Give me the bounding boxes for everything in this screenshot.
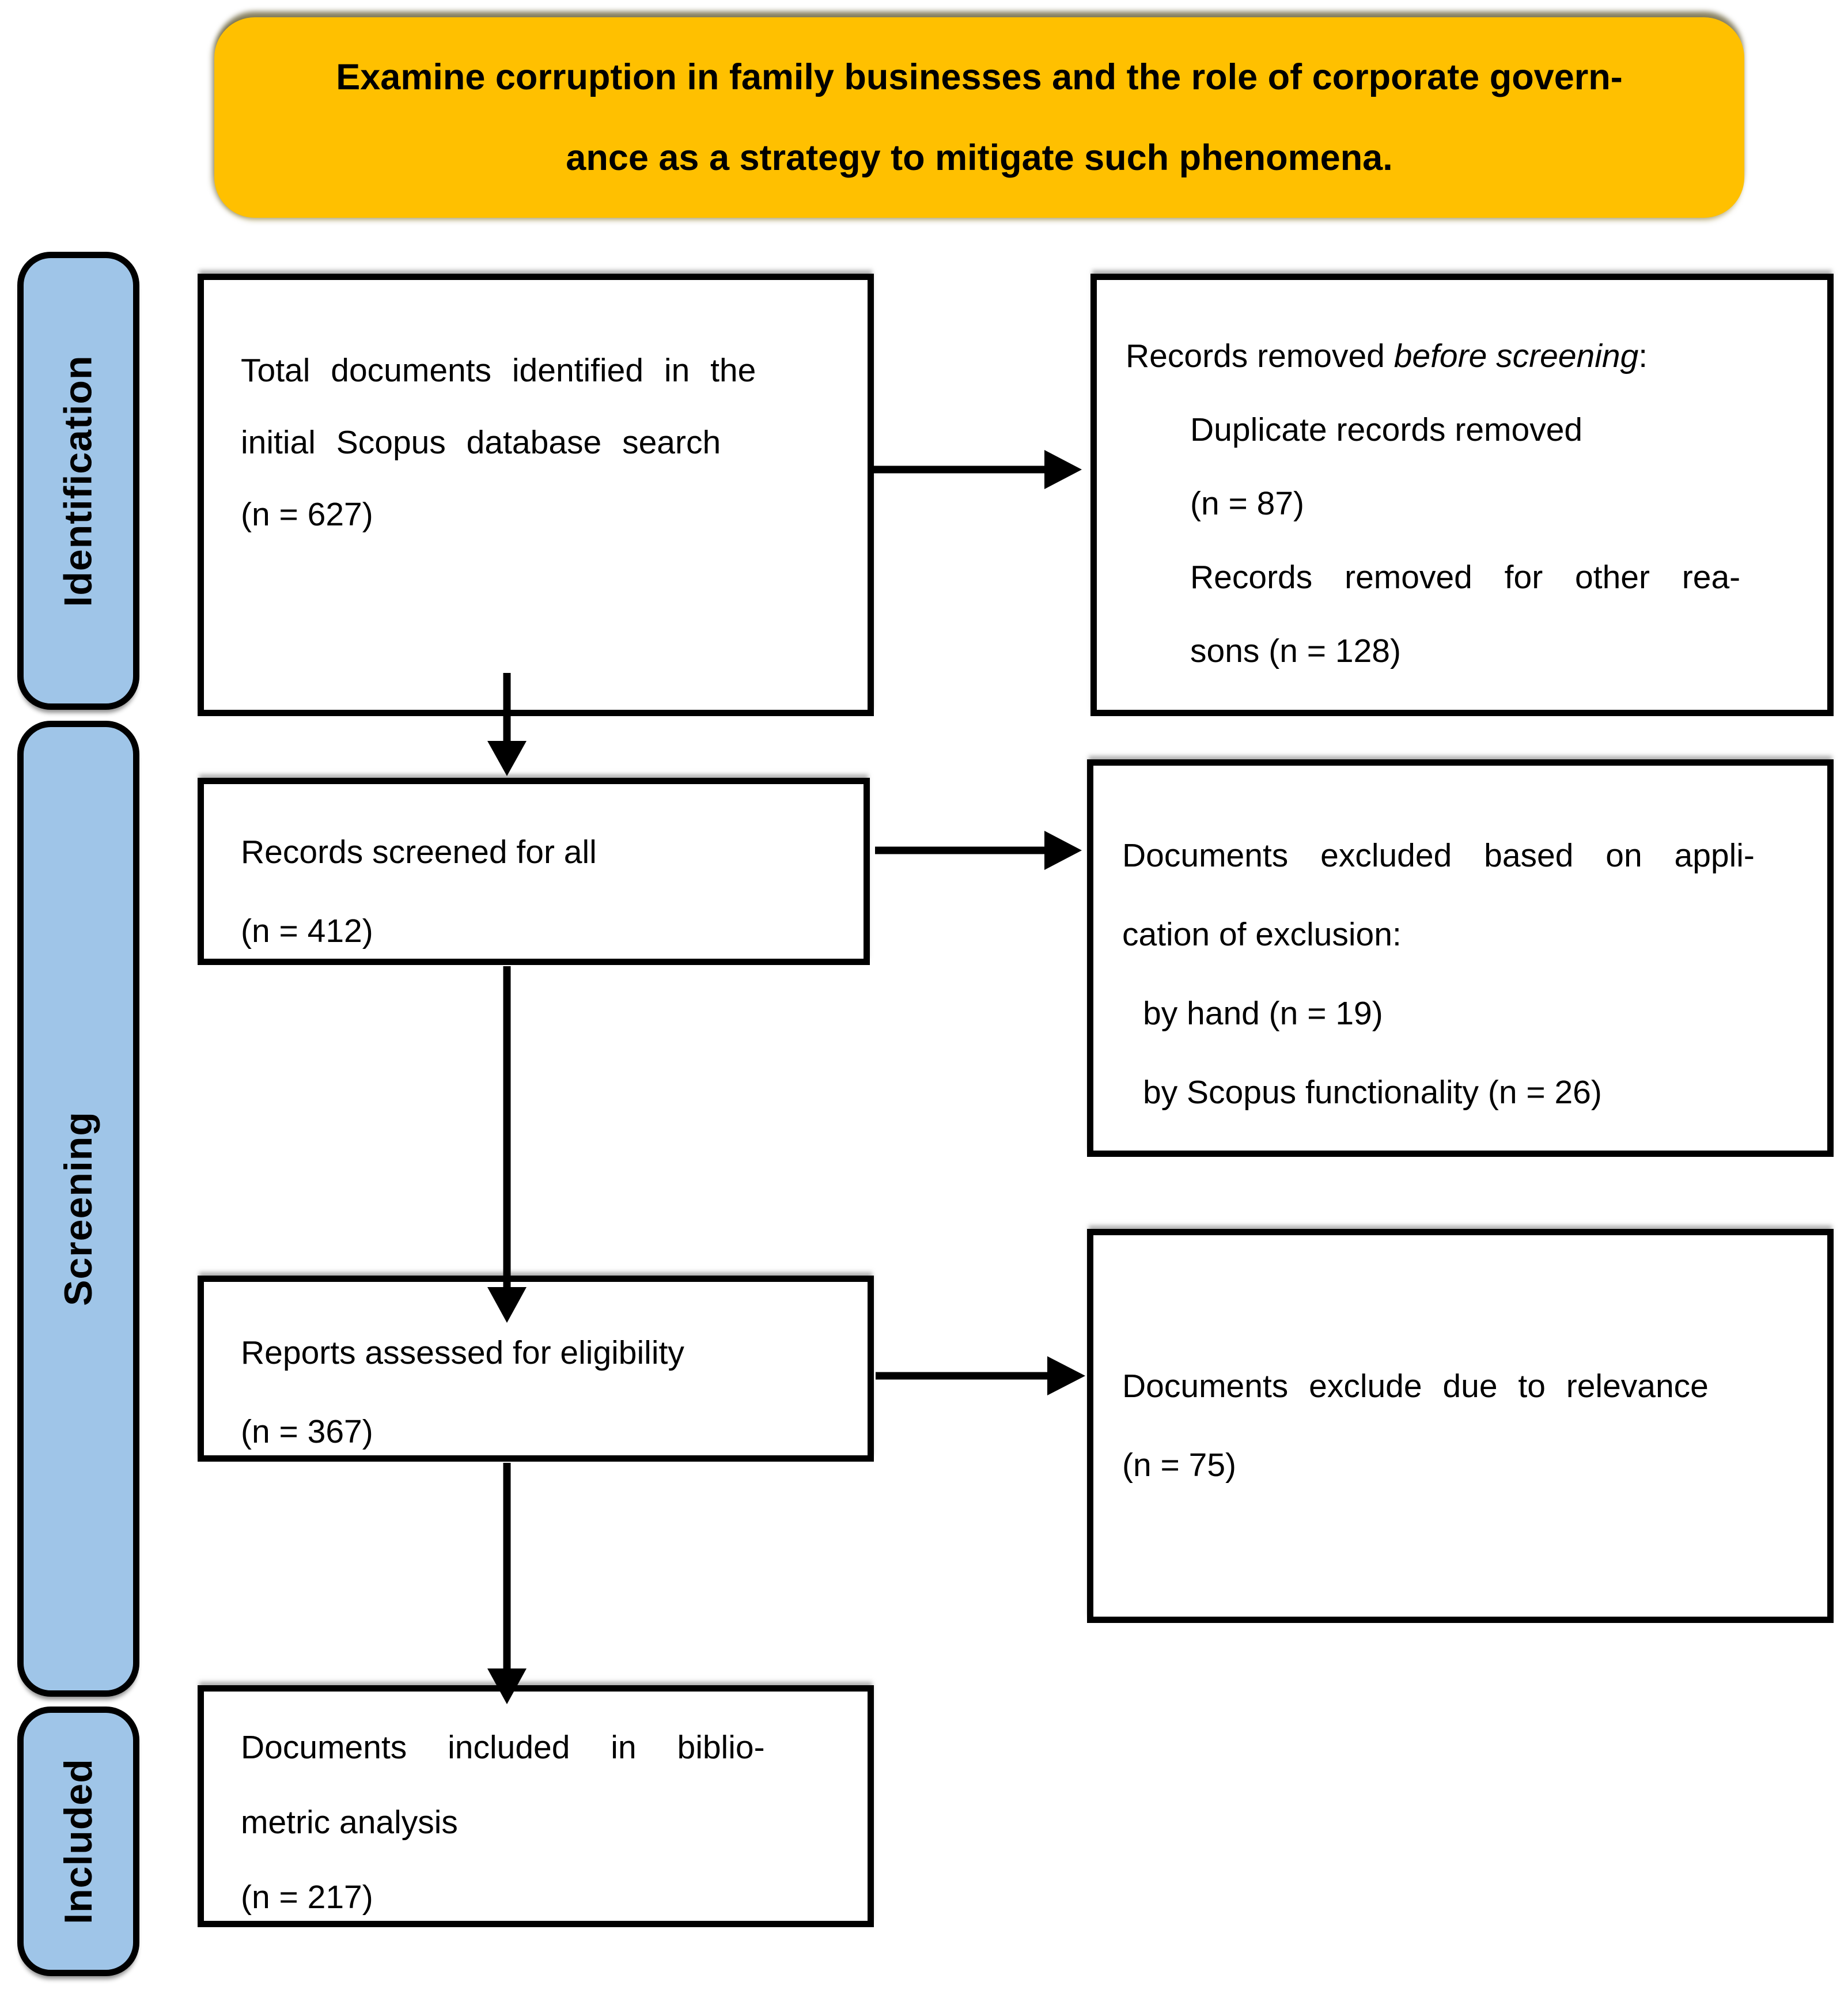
arrow-screened-to-excluded	[875, 831, 1082, 870]
included-count: (n = 217)	[241, 1879, 373, 1916]
box-excluded-relevance: Documents exclude due to relevance (n = …	[1087, 1229, 1834, 1623]
removed-heading-suffix: :	[1638, 338, 1648, 374]
removed-item2-line1: Records removed for other rea-	[1190, 559, 1741, 596]
arrow-screened-to-assessed	[487, 966, 527, 1323]
box-reports-assessed: Reports assessed for eligibility (n = 36…	[198, 1276, 874, 1462]
stage-included: Included	[17, 1707, 139, 1976]
removed-item1-line1: Duplicate records removed	[1190, 411, 1583, 448]
stage-identification: Identification	[17, 252, 139, 710]
arrow-identified-to-removed	[874, 450, 1082, 489]
identified-line-1: Total documents identified in the	[241, 352, 756, 389]
assessed-count: (n = 367)	[241, 1413, 373, 1450]
screened-line-1: Records screened for all	[241, 834, 597, 871]
excluded-line-1: Documents excluded based on appli-	[1122, 837, 1755, 874]
stage-screening: Screening	[17, 721, 139, 1697]
box-records-screened: Records screened for all (n = 412)	[198, 778, 870, 965]
objective-line-1: Examine corruption in family businesses …	[336, 57, 1623, 97]
box-documents-excluded: Documents excluded based on appli- catio…	[1087, 759, 1834, 1157]
excluded-line-2: cation of exclusion:	[1122, 916, 1402, 953]
included-line-1: Documents included in biblio-	[241, 1729, 765, 1766]
box-records-identified: Total documents identified in the initia…	[198, 274, 874, 716]
assessed-line-1: Reports assessed for eligibility	[241, 1334, 684, 1371]
stage-included-label: Included	[56, 1758, 101, 1924]
included-line-2: metric analysis	[241, 1804, 458, 1841]
objective-banner: Examine corruption in family businesses …	[214, 17, 1744, 218]
removed-heading-prefix: Records removed	[1126, 338, 1394, 374]
excluded-item-1: by hand (n = 19)	[1143, 995, 1383, 1032]
removed-heading: Records removed before screening:	[1126, 319, 1800, 393]
screened-count: (n = 412)	[241, 913, 373, 949]
relevance-line-1: Documents exclude due to relevance	[1122, 1368, 1709, 1405]
arrow-assessed-to-included	[487, 1463, 527, 1704]
identified-count: (n = 627)	[241, 496, 373, 533]
stage-screening-label: Screening	[56, 1111, 100, 1306]
relevance-count: (n = 75)	[1122, 1447, 1237, 1484]
removed-item2-line2: sons (n = 128)	[1190, 633, 1401, 669]
box-records-removed: Records removed before screening: Duplic…	[1090, 274, 1834, 716]
stage-identification-label: Identification	[56, 354, 101, 607]
arrow-assessed-to-relevance	[876, 1356, 1085, 1395]
removed-heading-italic: before screening	[1393, 338, 1639, 374]
objective-line-2: ance as a strategy to mitigate such phen…	[566, 138, 1393, 178]
removed-item1-line2: (n = 87)	[1190, 485, 1305, 522]
excluded-item-2: by Scopus functionality (n = 26)	[1143, 1074, 1602, 1111]
identified-line-2: initial Scopus database search	[241, 424, 721, 461]
box-documents-included: Documents included in biblio- metric ana…	[198, 1685, 874, 1927]
